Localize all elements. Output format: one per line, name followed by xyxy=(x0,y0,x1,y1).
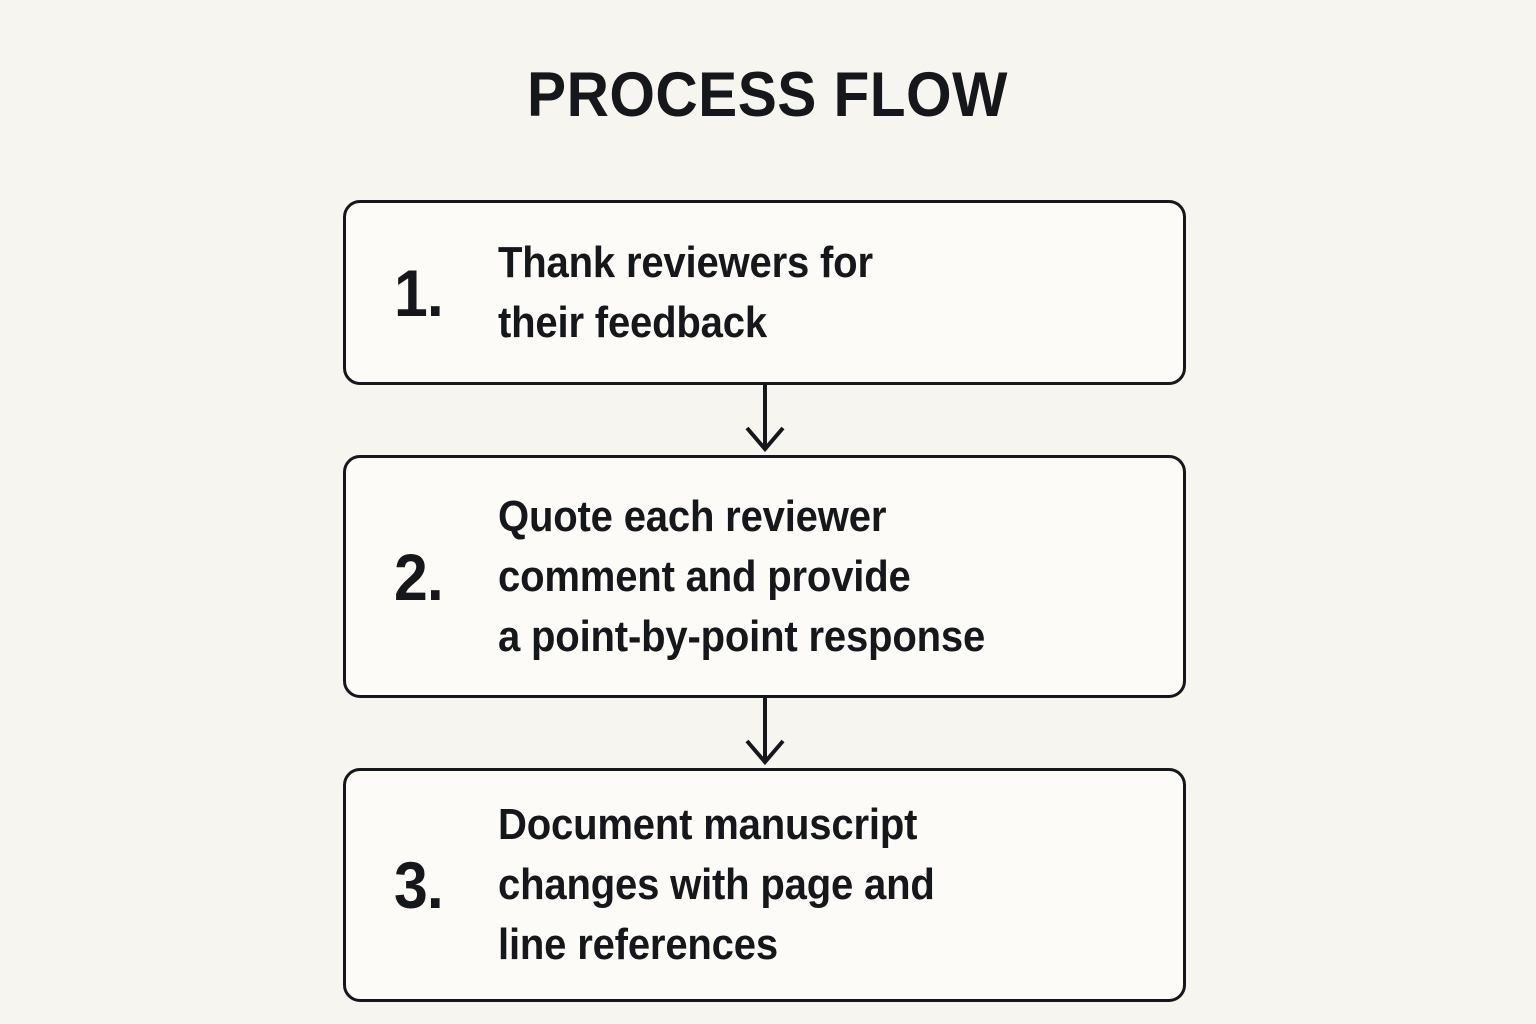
step-text-2: Quote each reviewer comment and provide … xyxy=(498,491,986,661)
flow-step-3[interactable]: 3. Document manuscript changes with page… xyxy=(343,768,1186,1002)
page-title: PROCESS FLOW xyxy=(527,60,1008,130)
flow-connector-2 xyxy=(343,696,1186,768)
step-text-1: Thank reviewers for their feedback xyxy=(498,237,873,347)
flow-step-1[interactable]: 1. Thank reviewers for their feedback xyxy=(343,200,1186,385)
step-number-3: 3. xyxy=(394,848,444,922)
process-flow-column: 1. Thank reviewers for their feedback 2.… xyxy=(343,200,1186,1002)
down-arrow-icon xyxy=(745,696,785,766)
step-number-2: 2. xyxy=(394,539,444,614)
step-text-3: Document manuscript changes with page an… xyxy=(498,800,935,969)
step-number-1: 1. xyxy=(394,255,444,330)
flow-connector-1 xyxy=(343,383,1186,455)
down-arrow-icon xyxy=(745,383,785,453)
flow-step-2[interactable]: 2. Quote each reviewer comment and provi… xyxy=(343,455,1186,698)
